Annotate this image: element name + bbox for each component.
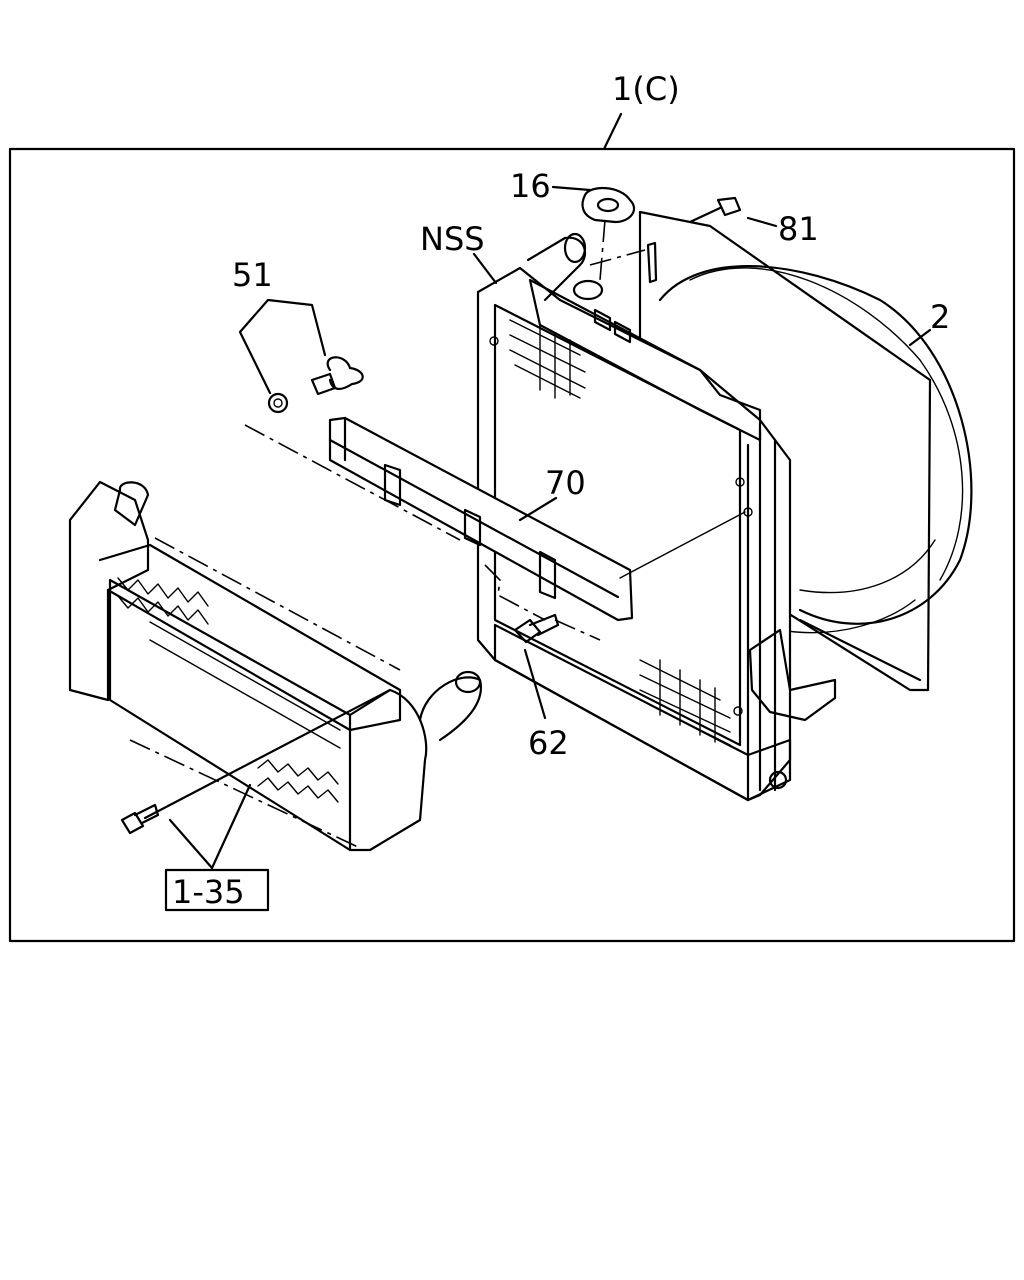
- leader-lines: [129, 185, 932, 870]
- wing-bolt: [267, 356, 364, 414]
- support-bracket: [328, 416, 634, 622]
- callout-ref[interactable]: 1-35: [172, 873, 245, 911]
- radiator: [476, 232, 837, 802]
- callout-bolt: 62: [528, 724, 569, 762]
- callout-nss: NSS: [420, 220, 485, 258]
- clip: [646, 196, 742, 284]
- ref-bolt: [120, 803, 160, 835]
- diagram-frame: [8, 147, 1016, 943]
- assembly-leader: [602, 112, 623, 151]
- callout-bracket: 70: [545, 464, 586, 502]
- callout-assembly: 1(C): [612, 70, 680, 108]
- callout-wing-bolt: 51: [232, 256, 273, 294]
- callout-clip: 81: [778, 210, 819, 248]
- ref-box: [164, 868, 270, 912]
- callout-shroud: 2: [930, 298, 950, 336]
- radiator-cap: [581, 187, 636, 224]
- intercooler: [68, 480, 483, 852]
- callout-cap: 16: [510, 167, 551, 205]
